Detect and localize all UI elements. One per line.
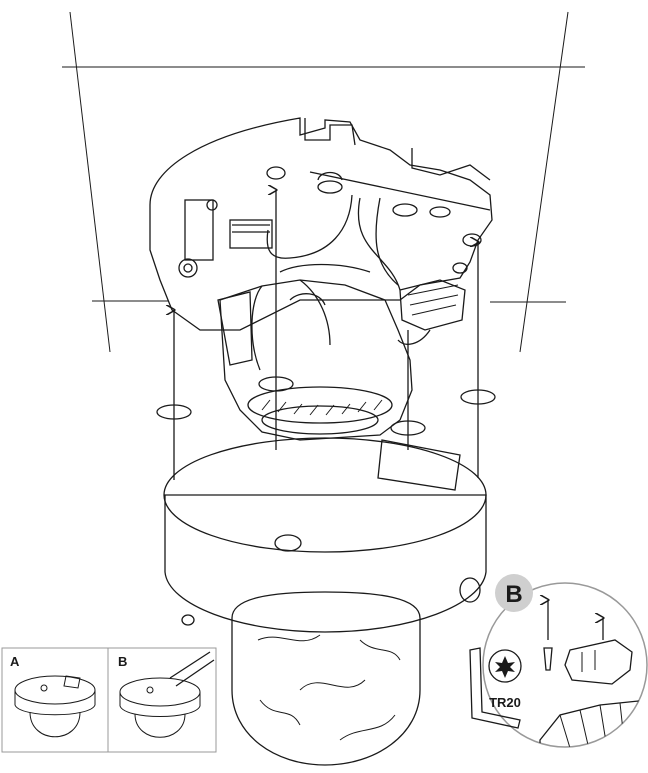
rotate-arrow-icon <box>390 420 426 436</box>
camera-internal <box>217 263 413 441</box>
screwdriver-icon <box>169 651 215 687</box>
inset-a-label: A <box>10 654 20 669</box>
rotate-arrow-icon <box>258 376 294 392</box>
detail-circle: TR20 B <box>469 574 648 748</box>
hex-key-icon <box>469 647 521 729</box>
inset-a: A <box>1 647 109 753</box>
inset-b: B <box>107 647 217 753</box>
mounting-base <box>149 117 493 345</box>
inset-b-label: B <box>118 654 127 669</box>
alignment-guides <box>156 190 496 480</box>
camera-cover <box>163 437 487 766</box>
rotate-arrow-icon <box>156 404 192 420</box>
clip-bracket-icon <box>564 639 633 685</box>
detail-badge-label: B <box>505 581 522 608</box>
ceiling-lines <box>62 11 585 353</box>
tool-label: TR20 <box>489 695 521 710</box>
torx-star-icon <box>495 656 515 678</box>
rotate-arrow-icon <box>460 389 496 405</box>
detail-badge <box>495 574 533 612</box>
screw-icon <box>543 647 553 671</box>
